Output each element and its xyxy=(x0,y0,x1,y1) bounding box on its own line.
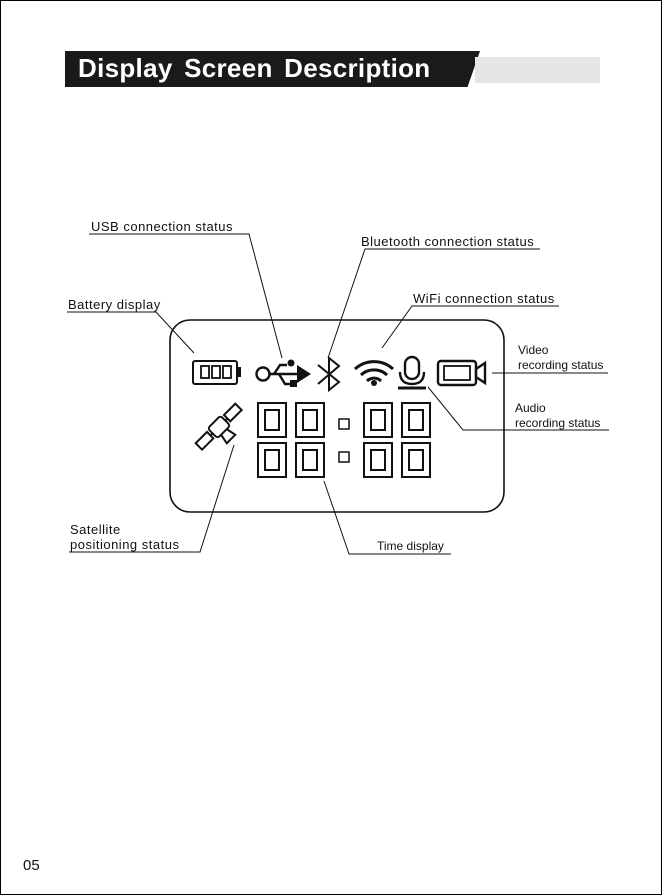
digit-cell xyxy=(258,403,286,437)
time-label: Time display xyxy=(377,539,444,554)
audio-label-line2: recording status xyxy=(515,416,600,431)
colon-top xyxy=(339,419,349,429)
digit-cell xyxy=(296,443,324,477)
wifi-label: WiFi connection status xyxy=(413,291,555,306)
video-label-line2: recording status xyxy=(518,358,603,373)
video-label-line1: Video xyxy=(518,343,548,358)
usb-icon xyxy=(257,360,312,388)
digit-cell xyxy=(258,443,286,477)
wifi-icon xyxy=(355,362,393,386)
digit-cell xyxy=(402,403,430,437)
battery-icon xyxy=(193,361,241,384)
time-digits xyxy=(258,403,430,477)
usb-label: USB connection status xyxy=(91,219,233,234)
wifi-leader-line xyxy=(382,306,559,348)
digit-cell xyxy=(402,443,430,477)
digit-cell xyxy=(364,443,392,477)
bluetooth-label: Bluetooth connection status xyxy=(361,234,534,249)
digit-cell xyxy=(296,403,324,437)
bluetooth-icon xyxy=(318,358,339,390)
colon-bottom xyxy=(339,452,349,462)
microphone-icon xyxy=(398,357,426,388)
video-camera-icon xyxy=(438,361,485,385)
satellite-label-line2: positioning status xyxy=(70,537,179,552)
page-number: 05 xyxy=(23,857,40,874)
digit-cell xyxy=(364,403,392,437)
battery-leader-line xyxy=(67,312,194,353)
battery-label: Battery display xyxy=(68,297,161,312)
satellite-label-line1: Satellite xyxy=(70,522,121,537)
usb-leader-line xyxy=(89,234,282,358)
audio-label-line1: Audio xyxy=(515,401,546,416)
satellite-icon xyxy=(194,402,251,459)
leader-lines xyxy=(67,234,609,554)
